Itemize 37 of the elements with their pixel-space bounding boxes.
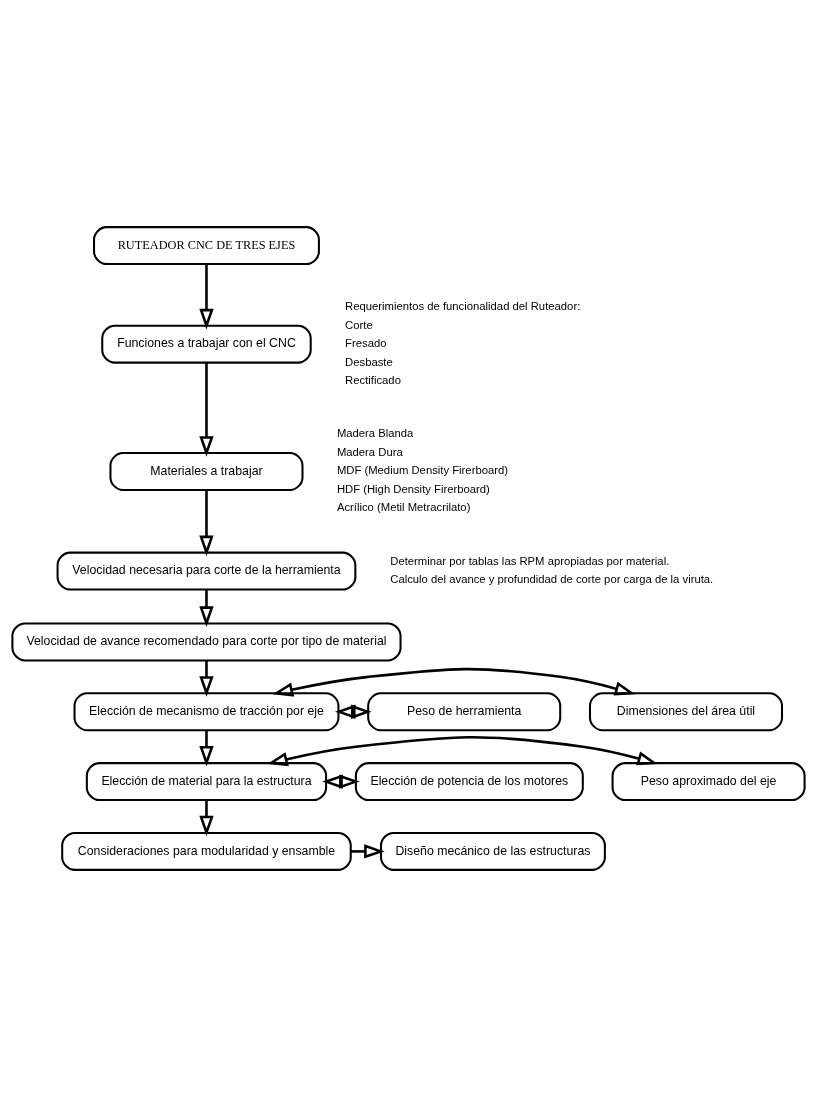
arrow [199, 490, 214, 557]
arrow [334, 704, 372, 719]
label: Madera Dura [336, 445, 403, 458]
arrow [199, 362, 214, 457]
label: Madera Blanda [336, 427, 414, 440]
node-box: Elección de mecanismo de tracción por eje [73, 692, 340, 732]
node-box: Diseño mecánico de las estructuras [380, 831, 606, 871]
node-box: Velocidad de avance recomendado para corte por tipo de material [11, 622, 402, 662]
arrow [199, 264, 214, 330]
node-box: Elección de material para la estructura [85, 762, 328, 802]
label: HDF (High Density Firerboard) [336, 482, 490, 495]
label: Determinar por tablas las RPM apropiadas por material. [390, 554, 670, 567]
label: Calculo del avance y profundidad de corte por carga de la viruta. [390, 573, 714, 586]
label: Rectificado [345, 374, 401, 386]
arrow [199, 800, 214, 837]
label: Desbaste [345, 355, 393, 368]
arrow [267, 735, 658, 767]
arrow [199, 730, 214, 767]
node-box: Elección de potencia de los motores [354, 762, 584, 802]
arrow [272, 667, 636, 697]
label: Requerimientos de funcionalidad del Ruteador: [345, 300, 581, 313]
node-box: Peso aproximado del eje [611, 762, 806, 802]
node-box: RUTEADOR CNC DE TRES EJES [93, 226, 320, 266]
arrow [350, 844, 385, 859]
node-box: Materiales a trabajar [109, 452, 304, 491]
node-box: Peso de herramienta [367, 692, 562, 732]
node-box: Funciones a trabajar con el CNC [101, 324, 312, 364]
arrow [199, 660, 214, 697]
label: MDF (Medium Density Firerboard) [336, 464, 509, 477]
arrow [199, 589, 214, 627]
label: Corte [345, 318, 373, 331]
node-box: Dimensiones del área útil [588, 692, 784, 732]
node-box: Consideraciones para modularidad y ensamble [61, 831, 352, 871]
arrow [322, 774, 360, 789]
label: Acrílico (Metil Metracrilato) [336, 501, 471, 514]
label: Fresado [345, 337, 387, 350]
node-box: Velocidad necesaria para corte de la herramienta [56, 551, 357, 591]
